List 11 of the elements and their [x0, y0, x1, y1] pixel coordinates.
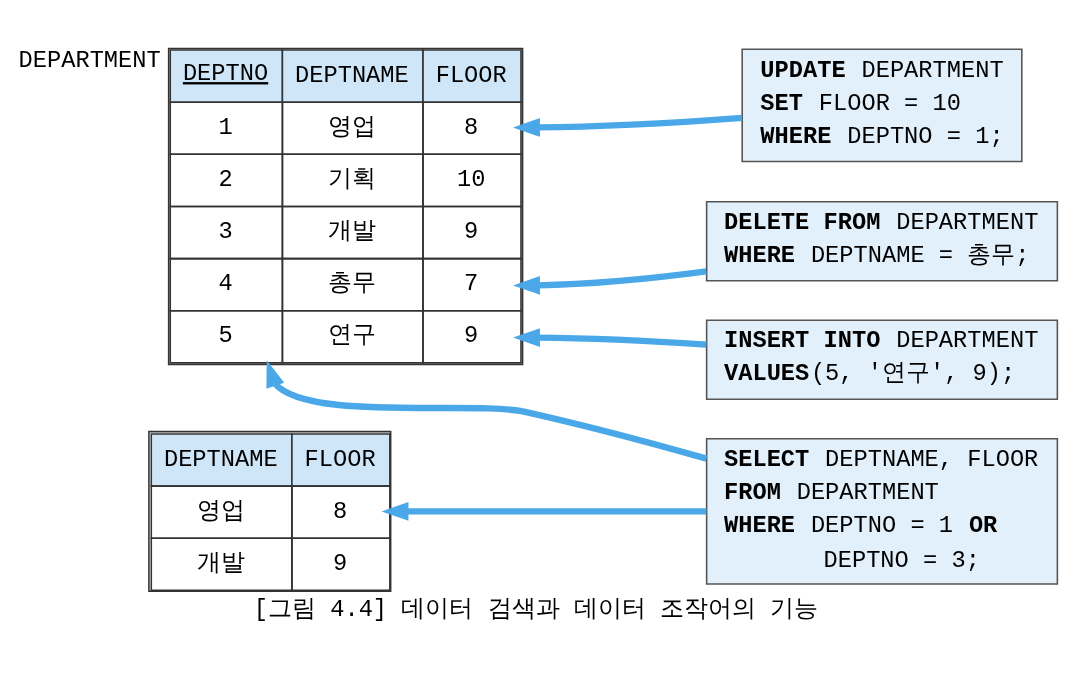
arrow: [513, 328, 707, 348]
node-box: INSERT INTO DEPARTMENT VALUES(5, '연구', 9);: [705, 319, 1059, 400]
arrow: [513, 114, 743, 137]
node-box: DELETE FROM DEPARTMENT WHERE DEPTNAME = 총무;: [705, 200, 1059, 282]
arrow: [381, 501, 707, 521]
arrow: [513, 268, 707, 295]
arrow: [266, 360, 708, 462]
node-label: DEPARTMENT: [18, 47, 161, 75]
node-box: SELECT DEPTNAME, FLOOR FROM DEPARTMENT WHERE DEPTNO = 1 OR DEPTNO = 3;: [705, 437, 1059, 585]
caption: [그림 4.4] 데이터 검색과 데이터 조작어의 기능: [253, 596, 819, 624]
node-box: UPDATE DEPARTMENT SET FLOOR = 10 WHERE DEPTNO = 1;: [741, 48, 1023, 163]
